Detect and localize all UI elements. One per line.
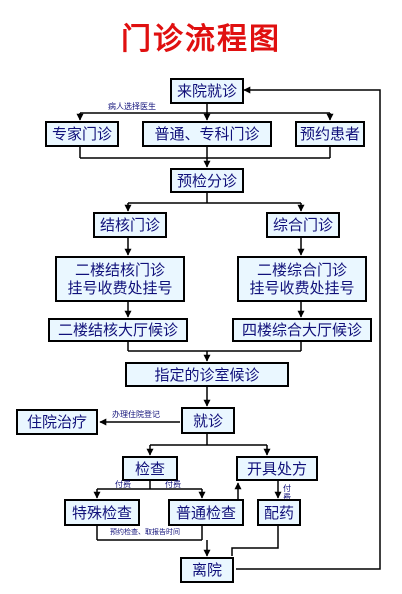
- note-admission-registration: 办理住院登记: [112, 410, 160, 419]
- node-special-exam: 特殊检查: [64, 499, 140, 526]
- note-pay-left: 付费: [115, 480, 131, 489]
- node-prescription: 开具处方: [236, 456, 318, 481]
- node-tb-registration: 二楼结核门诊 挂号收费处挂号: [55, 256, 185, 302]
- note-choose-doctor: 病人选择医生: [108, 102, 156, 111]
- tb-registration-line-2: 挂号收费处挂号: [67, 279, 173, 297]
- edge-loop-back: [236, 86, 381, 570]
- node-tb-clinic: 结核门诊: [93, 212, 167, 238]
- edge-dispense-to-departure: [231, 526, 279, 556]
- node-appointment: 预约患者: [295, 121, 365, 147]
- node-assigned-waiting: 指定的诊室候诊: [125, 362, 289, 387]
- note-pay-right: 付费: [165, 480, 181, 489]
- node-triage: 预检分诊: [170, 168, 244, 193]
- node-arrival: 来院就诊: [170, 78, 244, 104]
- node-comprehensive-waiting: 四楼综合大厅候诊: [232, 318, 372, 342]
- node-hospitalization: 住院治疗: [16, 409, 98, 435]
- comprehensive-registration-line-1: 二楼综合门诊: [256, 261, 347, 279]
- note-pay-dispense: 付费: [283, 484, 291, 502]
- node-departure: 离院: [180, 557, 234, 583]
- node-tb-waiting: 二楼结核大厅候诊: [48, 318, 188, 342]
- node-comprehensive-clinic: 综合门诊: [266, 212, 340, 238]
- node-regular-exam: 普通检查: [168, 499, 244, 526]
- page-title: 门诊流程图: [121, 22, 281, 57]
- node-examination: 检查: [122, 456, 178, 481]
- node-comprehensive-registration: 二楼综合门诊 挂号收费处挂号: [237, 256, 367, 302]
- node-consultation: 就诊: [181, 407, 235, 434]
- node-expert: 专家门诊: [45, 121, 119, 147]
- node-dispense: 配药: [257, 499, 301, 526]
- comprehensive-registration-line-2: 挂号收费处挂号: [249, 279, 355, 297]
- note-appointment-exam: 预约检查、取报告时间: [110, 528, 180, 536]
- node-general: 普通、专科门诊: [142, 121, 272, 147]
- tb-registration-line-1: 二楼结核门诊: [74, 261, 165, 279]
